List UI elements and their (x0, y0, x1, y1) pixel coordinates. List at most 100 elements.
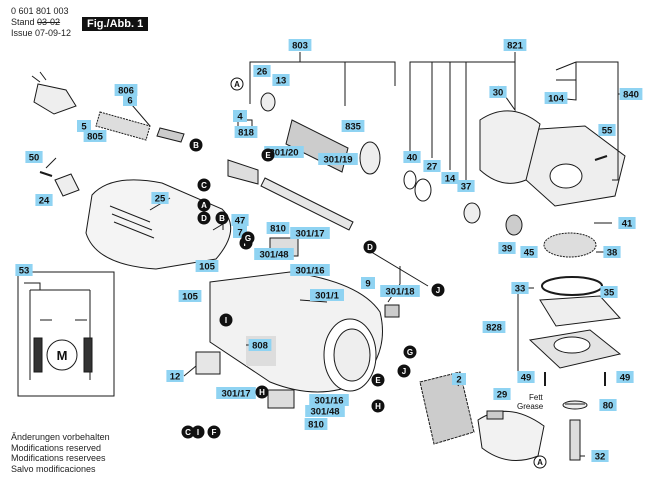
cable-sleeve-part (95, 111, 151, 141)
connector-marker: H (255, 385, 269, 399)
screw-part (594, 155, 608, 161)
schematic-frame (17, 271, 115, 397)
part-label: 301/48 (305, 405, 345, 418)
part-label-box (482, 321, 506, 333)
part-label: 49 (616, 371, 634, 384)
slide-bar-part (260, 177, 354, 231)
part-label-text: 301/18 (385, 287, 414, 298)
part-label-text: 14 (445, 174, 456, 185)
part-label: 818 (234, 126, 258, 139)
connector-marker: C (197, 178, 211, 192)
part-label-text: 4 (237, 112, 243, 123)
part-label: 13 (272, 74, 290, 87)
field-coil-part (419, 371, 475, 445)
part-label-box (35, 194, 53, 206)
ring-part (403, 170, 417, 190)
cable-clamp-part (156, 127, 185, 143)
part-label-text: 7 (237, 228, 242, 239)
connector-marker: B (215, 211, 229, 225)
part-label: 45 (520, 246, 538, 259)
part-label: 301/48 (254, 248, 294, 261)
part-label-text: 301/17 (295, 229, 324, 240)
part-label-box (341, 120, 365, 132)
connector-marker: D (197, 211, 211, 225)
connector-letter: B (193, 141, 199, 150)
note-line: Modifications reservees (11, 453, 106, 463)
part-label-text: 35 (604, 288, 615, 299)
part-label-box (234, 126, 258, 138)
part-label-text: 24 (39, 196, 50, 207)
connector-marker: D (363, 240, 377, 254)
part-label: 5 (77, 120, 91, 133)
part-label: 105 (195, 260, 219, 273)
part-label-box (616, 371, 634, 383)
part-label: 835 (341, 120, 365, 133)
motor-symbol-label: M (57, 348, 68, 363)
connector-circle (363, 240, 377, 254)
part-label-box (619, 88, 643, 100)
plug-pin-part (31, 71, 47, 83)
part-label: 805 (83, 130, 107, 143)
connector-circle (371, 399, 385, 413)
connector-circle (197, 198, 211, 212)
connector-letter: A (537, 458, 543, 467)
doc-header: 0 601 801 003 Stand 03-02 Issue 07-09-12 (11, 6, 71, 39)
part-label: 6 (123, 94, 137, 107)
part-label-box (598, 124, 616, 136)
part-label: 30 (489, 86, 507, 99)
part-label-box (457, 180, 475, 192)
part-label-text: 39 (502, 244, 513, 255)
part-label-box (253, 65, 271, 77)
plug-part (33, 83, 77, 115)
connector-marker: J (397, 364, 411, 378)
part-label-box (423, 160, 441, 172)
connector-letter: E (375, 376, 381, 385)
part-label-text: 301/48 (310, 407, 339, 418)
part-label: 14 (441, 172, 459, 185)
part-label: 9 (361, 277, 375, 290)
leader-line (249, 52, 301, 104)
guard-cover-part (479, 110, 541, 184)
part-label-box (452, 373, 466, 385)
part-label: 301/1 (310, 289, 344, 302)
part-label: 301/16 (290, 264, 330, 277)
spindle-part (569, 419, 581, 461)
connector-marker: E (261, 148, 275, 162)
connector-letter: A (234, 80, 240, 89)
part-label-box (600, 286, 618, 298)
part-label-box (310, 289, 344, 301)
part-label: 301/19 (318, 153, 358, 166)
part-label: 27 (423, 160, 441, 173)
part-label: 808 (248, 339, 272, 352)
motor-symbol (46, 339, 78, 371)
part-label-text: 41 (622, 219, 633, 230)
part-label-text: 105 (199, 262, 216, 273)
part-label: 50 (25, 151, 43, 164)
clip-part (384, 304, 400, 318)
part-label: 105 (178, 290, 202, 303)
connector-letter: C (185, 428, 191, 437)
part-label: 25 (151, 192, 169, 205)
part-label: 12 (166, 370, 184, 383)
connector-circle (403, 345, 417, 359)
commutator-part (359, 141, 381, 175)
connector-marker: A (533, 455, 547, 469)
connector-circle (371, 373, 385, 387)
guide-rod-part (367, 249, 429, 287)
leader-line (24, 282, 41, 290)
part-label-text: 26 (257, 67, 268, 78)
part-label-box (195, 260, 219, 272)
connector-circle (261, 148, 275, 162)
connector-marker: H (371, 399, 385, 413)
connector-circle (207, 425, 221, 439)
part-label: 806 (114, 84, 138, 97)
connector-letter: G (407, 348, 413, 357)
part-label: 24 (35, 194, 53, 207)
part-label-box (15, 264, 33, 276)
connector-letter: G (245, 234, 251, 243)
part-label-box (266, 222, 290, 234)
guard-clamp-part (486, 410, 504, 420)
part-label: 80 (599, 399, 617, 412)
